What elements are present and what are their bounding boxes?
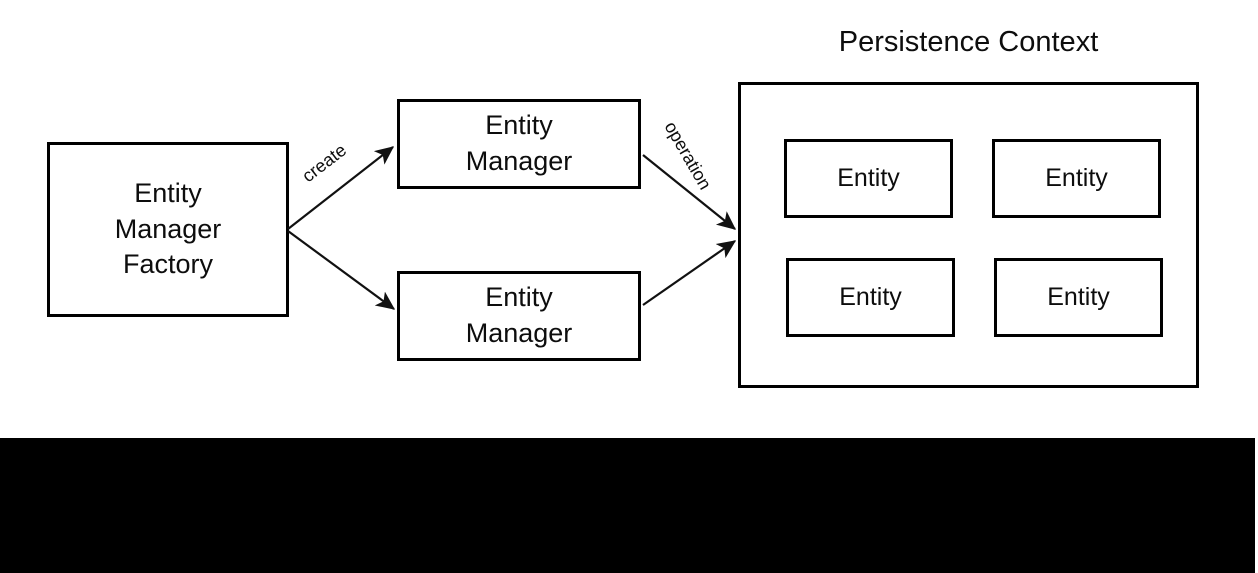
- entity-box-bottom-right: Entity: [994, 258, 1163, 337]
- edge-operation-top: [642, 154, 737, 230]
- entity-box-top-right: Entity: [992, 139, 1161, 218]
- persistence-context-title: Persistence Context: [838, 26, 1099, 58]
- entity-box-bottom-left: Entity: [786, 258, 955, 337]
- bottom-black-band: [0, 438, 1255, 573]
- edge-create-top: [287, 146, 395, 230]
- edge-label-operation: operation: [661, 118, 716, 193]
- edge-label-create: create: [298, 140, 350, 186]
- entity-manager-bottom-box: Entity Manager: [397, 271, 641, 361]
- entity-box-top-left: Entity: [784, 139, 953, 218]
- persistence-context-container: [738, 82, 1199, 388]
- edge-operation-bottom: [642, 240, 737, 306]
- entity-manager-top-box: Entity Manager: [397, 99, 641, 189]
- entity-manager-factory-box: Entity Manager Factory: [47, 142, 289, 317]
- edge-create-bottom: [287, 230, 396, 310]
